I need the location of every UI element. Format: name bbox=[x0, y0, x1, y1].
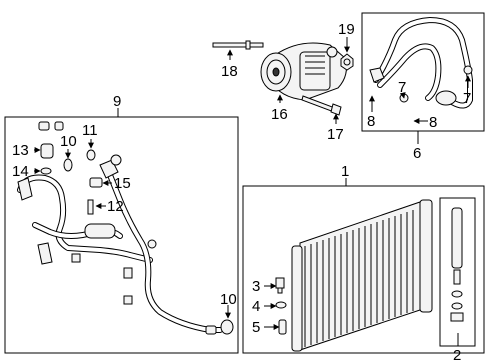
callout-19: 19 bbox=[338, 21, 355, 38]
stud bbox=[212, 40, 264, 50]
valve-12 bbox=[87, 199, 94, 215]
clip-15 bbox=[89, 177, 103, 188]
callout-9: 9 bbox=[113, 93, 121, 110]
o-ring bbox=[275, 301, 287, 309]
callout-10b: 10 bbox=[220, 291, 237, 308]
callout-16: 16 bbox=[271, 106, 288, 123]
nut bbox=[340, 53, 354, 71]
bolt bbox=[301, 95, 342, 116]
callout-3: 3 bbox=[252, 278, 260, 295]
seal-13 bbox=[38, 121, 64, 159]
callout-13: 13 bbox=[12, 142, 29, 159]
o-ring-14 bbox=[40, 167, 52, 175]
suction-hose bbox=[369, 17, 473, 109]
callout-14: 14 bbox=[12, 163, 29, 180]
dryer-desiccant bbox=[450, 207, 464, 322]
hose-assembly bbox=[17, 154, 223, 335]
callout-1: 1 bbox=[341, 163, 349, 180]
cap bbox=[278, 319, 287, 335]
callout-5: 5 bbox=[252, 319, 260, 336]
o-ring-10-upper bbox=[63, 158, 73, 172]
o-ring-11 bbox=[86, 149, 96, 161]
callout-10a: 10 bbox=[60, 133, 77, 150]
callout-11: 11 bbox=[82, 122, 98, 139]
hose-assembly-box bbox=[4, 116, 239, 354]
callout-7a: 7 bbox=[398, 79, 406, 96]
callout-7b: 7 bbox=[463, 90, 471, 107]
valve-core bbox=[275, 277, 285, 294]
leader-7a bbox=[399, 92, 406, 99]
callout-4: 4 bbox=[252, 298, 260, 315]
callout-2: 2 bbox=[453, 347, 461, 360]
callout-6: 6 bbox=[413, 145, 421, 162]
callout-18: 18 bbox=[221, 63, 238, 80]
o-ring-10-lower bbox=[220, 319, 234, 335]
callout-15: 15 bbox=[114, 175, 131, 192]
compressor bbox=[260, 42, 347, 101]
condenser-box bbox=[242, 185, 485, 354]
callout-17: 17 bbox=[327, 126, 344, 143]
suction-hose-box bbox=[361, 12, 485, 132]
callout-8b: 8 bbox=[429, 114, 437, 131]
callout-8a: 8 bbox=[367, 113, 375, 130]
callout-12: 12 bbox=[107, 198, 124, 215]
condenser bbox=[291, 199, 433, 352]
